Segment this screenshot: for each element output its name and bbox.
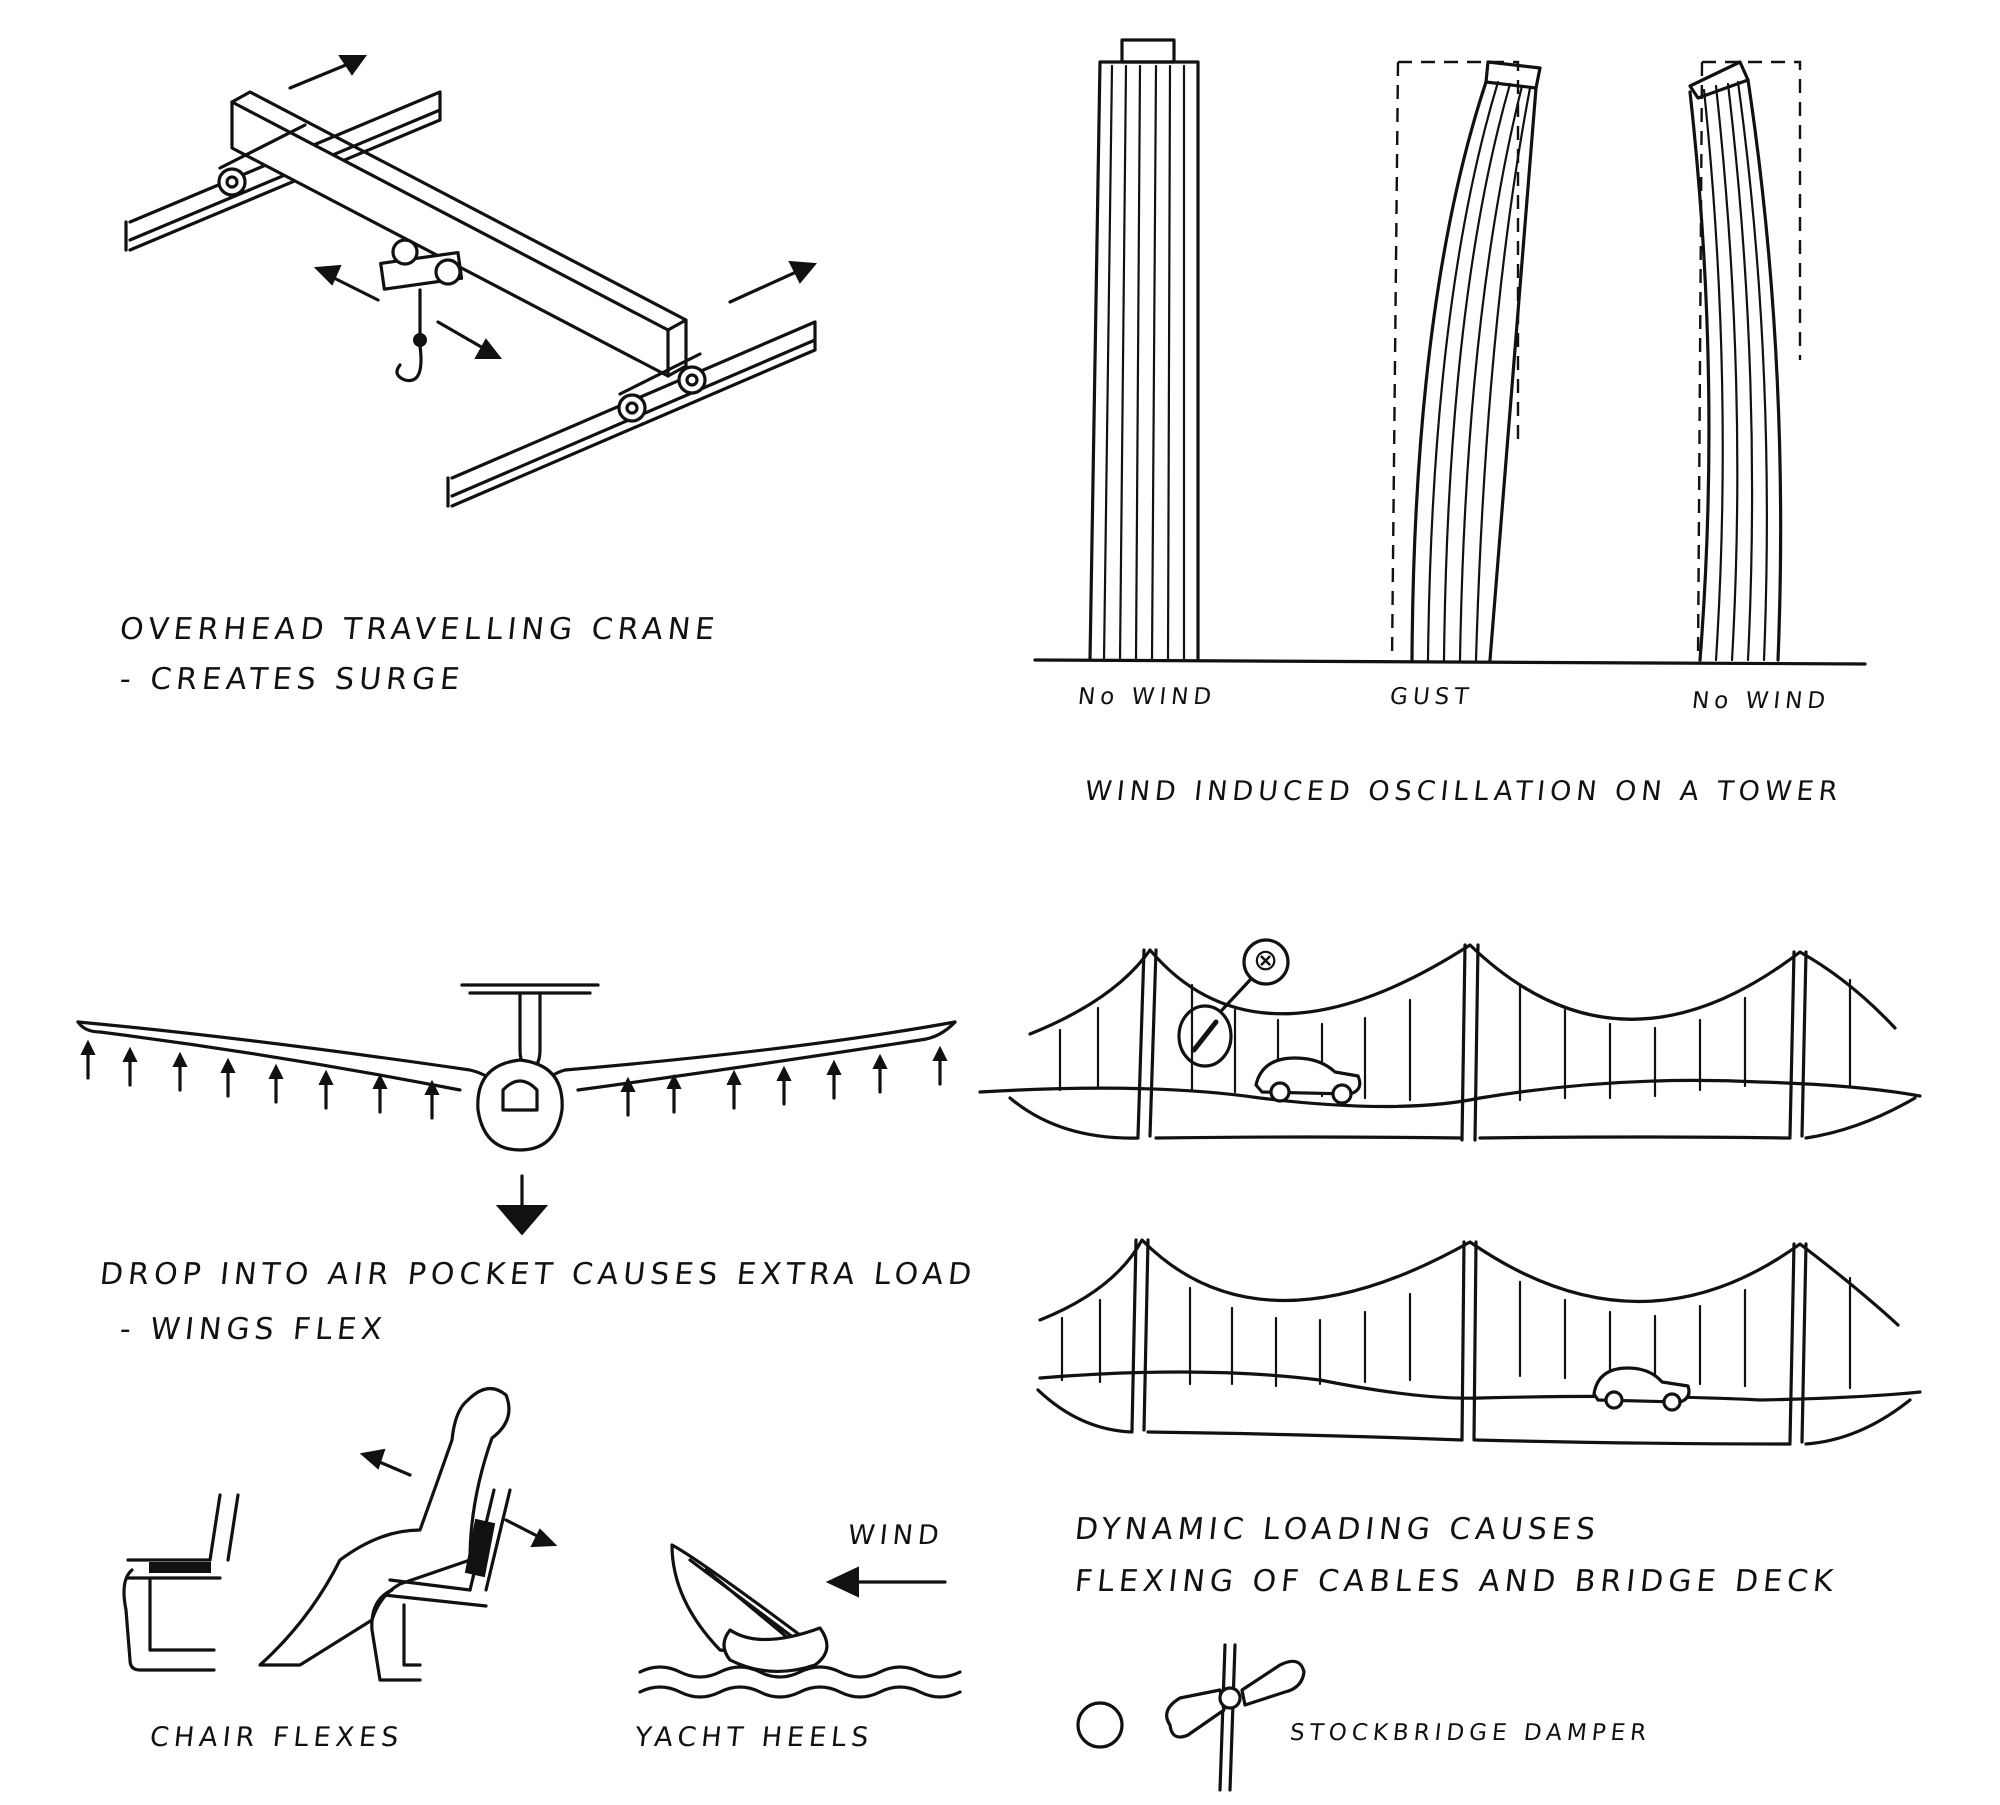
crane-subtitle: - CREATES SURGE <box>118 662 467 697</box>
plane-body <box>76 983 957 1152</box>
bridge-2-cables <box>1038 1238 1900 1390</box>
bridge-1-deck <box>978 1078 1922 1140</box>
bridge-2-deck <box>1036 1370 1922 1446</box>
tower-label-gust: GUST <box>1388 684 1475 710</box>
chair-sketch <box>122 1387 558 1682</box>
tower-label-no-wind-2: No WIND <box>1690 688 1832 714</box>
chair-label: CHAIR FLEXES <box>148 1722 405 1753</box>
bridge-2-car <box>1592 1366 1691 1412</box>
plane-subtitle: - WINGS FLEX <box>118 1312 389 1347</box>
plane-sketch <box>76 983 957 1236</box>
yacht-hull <box>722 1626 829 1673</box>
yacht-sketch <box>638 1543 962 1699</box>
crane-title: OVERHEAD TRAVELLING CRANE <box>118 612 721 647</box>
stockbridge-damper-sketch <box>1076 1643 1306 1792</box>
crane-wheels <box>217 123 707 423</box>
yacht-wind-arrow <box>825 1566 947 1598</box>
tower-ground-line <box>1033 658 1867 666</box>
crane-trolley-hook <box>379 238 464 383</box>
damper-callout-marker: ⊗ <box>1253 943 1279 978</box>
yacht-waves <box>638 1665 962 1699</box>
plane-title: DROP INTO AIR POCKET CAUSES EXTRA LOAD <box>98 1257 979 1292</box>
bridge-sketch-2 <box>1036 1238 1922 1446</box>
yacht-label: YACHT HEELS <box>633 1722 875 1753</box>
tower-no-wind-1 <box>1088 38 1200 662</box>
crane-motion-arrows <box>288 55 818 359</box>
tower-label-no-wind-1: No WIND <box>1076 684 1218 710</box>
bridge-1-damper-callout <box>1177 938 1290 1068</box>
bridge-1-car <box>1254 1056 1362 1105</box>
plane-lift-arrows <box>80 1039 948 1120</box>
bridge-title-line-2: FLEXING OF CABLES AND BRIDGE DECK <box>1073 1564 1840 1599</box>
plane-drop-arrow <box>495 1174 549 1236</box>
tower-no-wind-2 <box>1688 60 1802 662</box>
chair-with-person <box>258 1387 558 1682</box>
crane-sketch <box>124 55 818 508</box>
bridge-sketch-1 <box>978 938 1922 1142</box>
bridge-1-towers <box>1136 943 1808 1142</box>
bridge-2-towers <box>1130 1238 1808 1444</box>
damper-key-marker: ⊗ <box>1087 1705 1112 1740</box>
tower-gust <box>1390 60 1542 662</box>
bridge-title-line-1: DYNAMIC LOADING CAUSES <box>1073 1512 1602 1547</box>
damper-label: STOCKBRIDGE DAMPER <box>1288 1720 1653 1746</box>
chair-empty <box>122 1493 240 1672</box>
yacht-wind-label: WIND <box>846 1520 946 1551</box>
tower-title: WIND INDUCED OSCILLATION ON A TOWER <box>1083 776 1844 807</box>
tower-sketch <box>1033 38 1867 666</box>
crane-girder <box>230 90 688 378</box>
